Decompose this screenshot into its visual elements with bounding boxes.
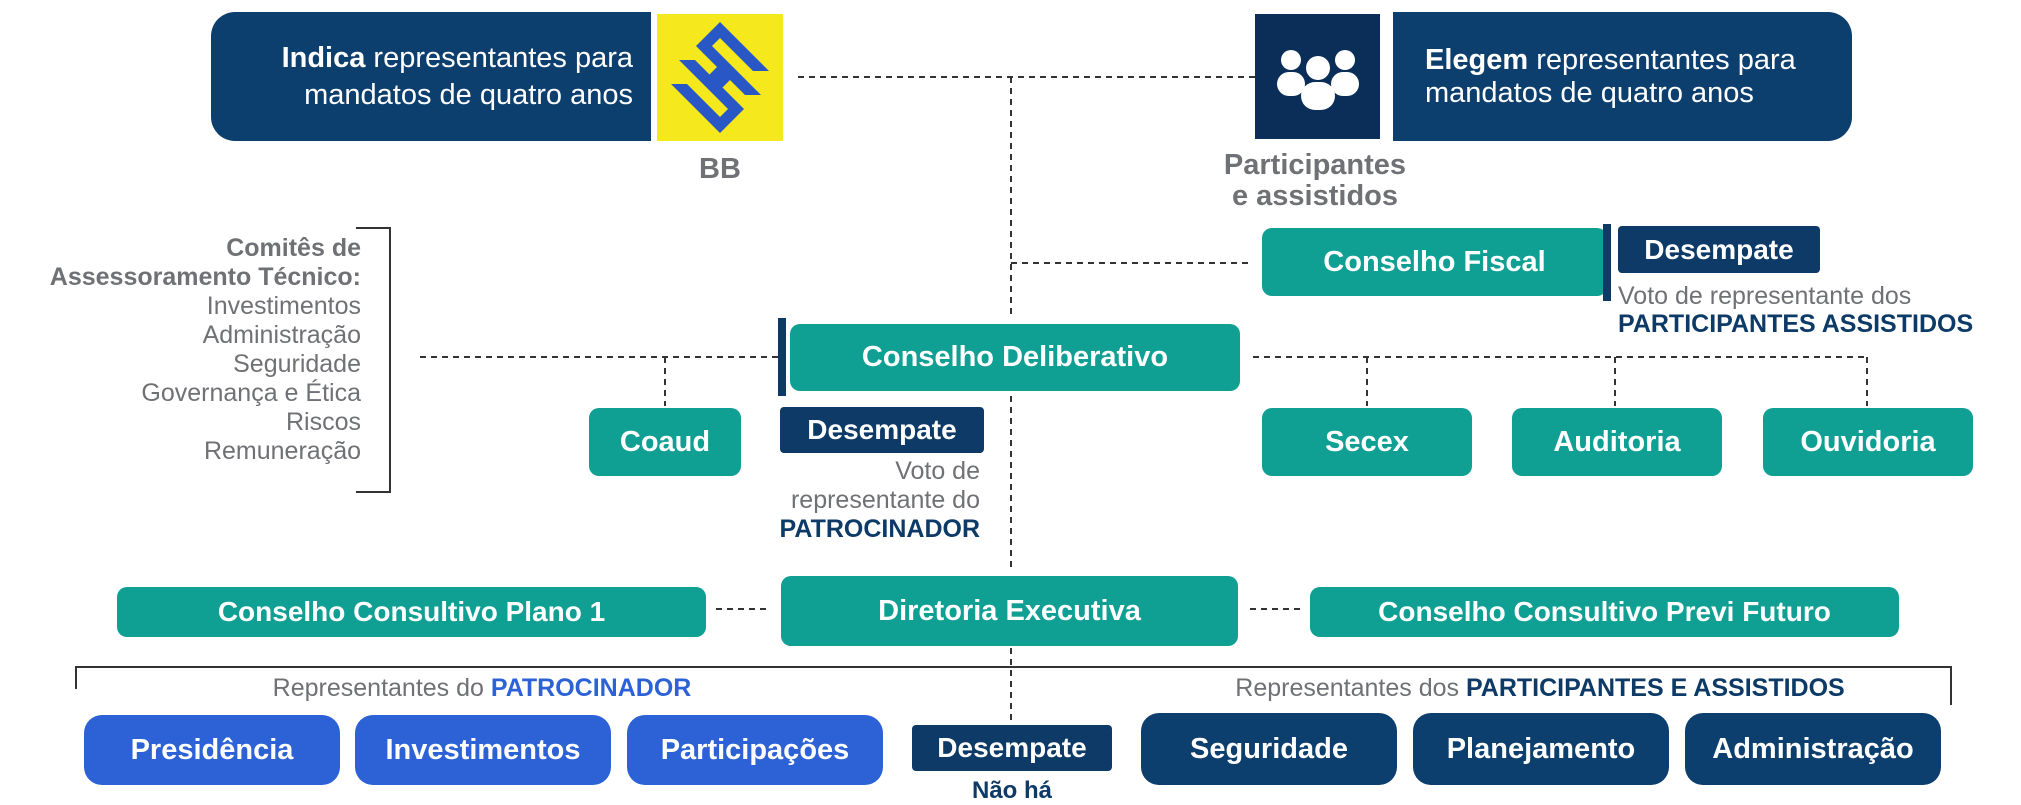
committees-title-line1: Comitês de: [226, 234, 361, 262]
committee-item: Riscos: [285, 408, 361, 436]
bb-header-text: Indica representantes para mandatos de q…: [281, 41, 633, 111]
auditoria-box[interactable]: Auditoria: [1512, 408, 1722, 476]
participants-label-line1: Participantes: [1223, 149, 1407, 181]
deliberativo-tie-text-line3: PATROCINADOR: [779, 515, 980, 543]
participantes-reps-heading: Representantes dos PARTICIPANTES E ASSIS…: [1140, 674, 1940, 703]
planejamento-box[interactable]: Planejamento: [1413, 713, 1669, 785]
ouvidoria-box[interactable]: Ouvidoria: [1763, 408, 1973, 476]
fiscal-tie-text-line2: PARTICIPANTES ASSISTIDOS: [1618, 310, 1974, 338]
investimentos-box[interactable]: Investimentos: [355, 715, 611, 785]
committee-item: Seguridade: [233, 350, 361, 378]
diretoria-tie-text: Não há: [971, 777, 1052, 804]
participants-label-line2: e assistidos: [1231, 180, 1399, 212]
committee-item: Remuneração: [203, 437, 361, 465]
conselho-consultivo-previ-futuro-box[interactable]: Conselho Consultivo Previ Futuro: [1310, 587, 1899, 637]
fiscal-tie-text-line1: Voto de representante dos: [1618, 282, 1912, 310]
people-group-icon: [1276, 49, 1359, 110]
fiscal-tie-text: Voto de representante dos PARTICIPANTES …: [1618, 282, 2018, 338]
diretoria-executiva-box[interactable]: Diretoria Executiva: [781, 576, 1238, 646]
committee-item: Governança e Ética: [141, 379, 361, 407]
fiscal-accent-bar: [1603, 224, 1611, 301]
presidencia-box[interactable]: Presidência: [84, 715, 340, 785]
secex-box[interactable]: Secex: [1262, 408, 1472, 476]
bb-header-box: Indica representantes para mandatos de q…: [211, 12, 651, 141]
deliberativo-tie-text: Voto de representante do PATROCINADOR: [700, 457, 980, 544]
patrocinador-reps-heading: Representantes do PATROCINADOR: [82, 674, 882, 703]
deliberativo-tie-badge: Desempate: [780, 407, 984, 453]
banco-do-brasil-logo-icon: [671, 22, 769, 133]
participants-label: Participantes e assistidos: [1200, 150, 1430, 212]
participantes-reps-prefix: Representantes dos: [1235, 674, 1466, 702]
conselho-fiscal-box[interactable]: Conselho Fiscal: [1262, 228, 1607, 296]
coaud-box[interactable]: Coaud: [589, 408, 741, 476]
deliberativo-accent-bar: [778, 318, 786, 396]
patrocinador-reps-bold: PATROCINADOR: [490, 674, 692, 702]
deliberativo-tie-text-line1: Voto de: [895, 457, 980, 485]
people-icon-box: [1255, 14, 1380, 139]
participacoes-box[interactable]: Participações: [627, 715, 883, 785]
conselho-deliberativo-box[interactable]: Conselho Deliberativo: [790, 324, 1240, 391]
diretoria-tie-badge: Desempate: [912, 725, 1112, 771]
participantes-reps-bold: PARTICIPANTES E ASSISTIDOS: [1465, 674, 1845, 702]
committees-list: Comitês de Assessoramento Técnico: Inves…: [0, 234, 361, 466]
committee-item: Investimentos: [206, 292, 361, 320]
participants-header-box: Elegem representantes para mandatos de q…: [1393, 12, 1852, 141]
committees-title-line2: Assessoramento Técnico:: [49, 263, 361, 291]
committee-item: Administração: [202, 321, 361, 349]
bb-logo: [657, 14, 783, 141]
conselho-consultivo-plano1-box[interactable]: Conselho Consultivo Plano 1: [117, 587, 706, 637]
deliberativo-tie-text-line2: representante do: [790, 486, 980, 514]
patrocinador-reps-prefix: Representantes do: [272, 674, 491, 702]
bb-label: BB: [699, 153, 741, 185]
participants-header-text: Elegem representantes para mandatos de q…: [1425, 43, 1796, 109]
administracao-box[interactable]: Administração: [1685, 713, 1941, 785]
fiscal-tie-badge: Desempate: [1618, 226, 1820, 273]
seguridade-box[interactable]: Seguridade: [1141, 713, 1397, 785]
